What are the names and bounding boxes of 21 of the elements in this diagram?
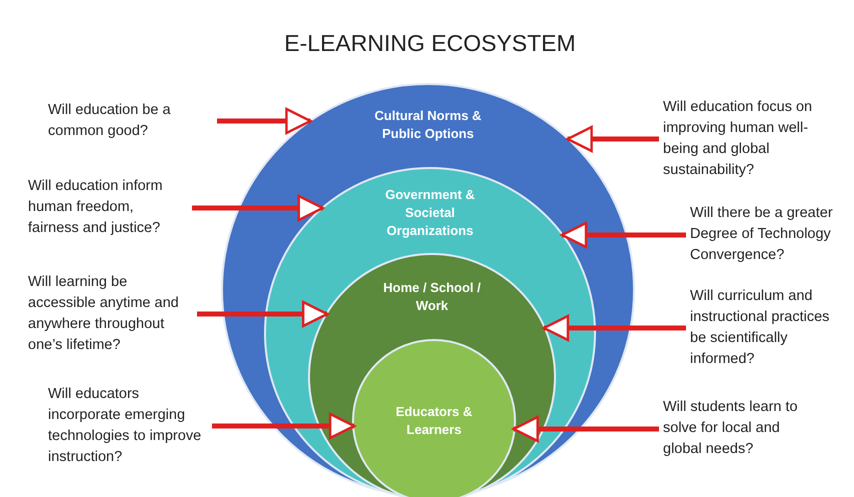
question-text: Will education focus on improving human well-being and global sustainability? xyxy=(663,97,843,181)
title: E-LEARNING ECOSYSTEM xyxy=(283,30,577,57)
circle-label: Home / School / Work xyxy=(382,279,482,315)
arrow xyxy=(566,126,659,152)
question-text: Will curriculum and instructional practices be scientifically informed? xyxy=(690,286,840,370)
question-text: Will learning be accessible anytime and anywhere throughout one’s lifetime? xyxy=(28,272,193,356)
question-text: Will educators incorporate emerging technologies to improve instruction? xyxy=(48,384,208,468)
arrow xyxy=(217,108,312,134)
question-text: Will education be a common good? xyxy=(48,100,213,142)
arrow xyxy=(192,194,324,222)
arrow xyxy=(197,300,328,328)
question-text: Will there be a greater Degree of Technology Convergence? xyxy=(690,203,850,266)
circle-label: Educators & Learners xyxy=(394,403,474,439)
arrow xyxy=(542,314,686,342)
question-text: Will students learn to solve for local and global needs? xyxy=(663,397,813,460)
arrow xyxy=(560,222,686,248)
circle-label: Government & Societal Organizations xyxy=(384,186,476,240)
circle-label: Cultural Norms & Public Options xyxy=(374,107,482,143)
arrow xyxy=(512,416,659,442)
arrow xyxy=(212,412,356,440)
question-text: Will education inform human freedom, fairness and justice? xyxy=(28,176,188,239)
